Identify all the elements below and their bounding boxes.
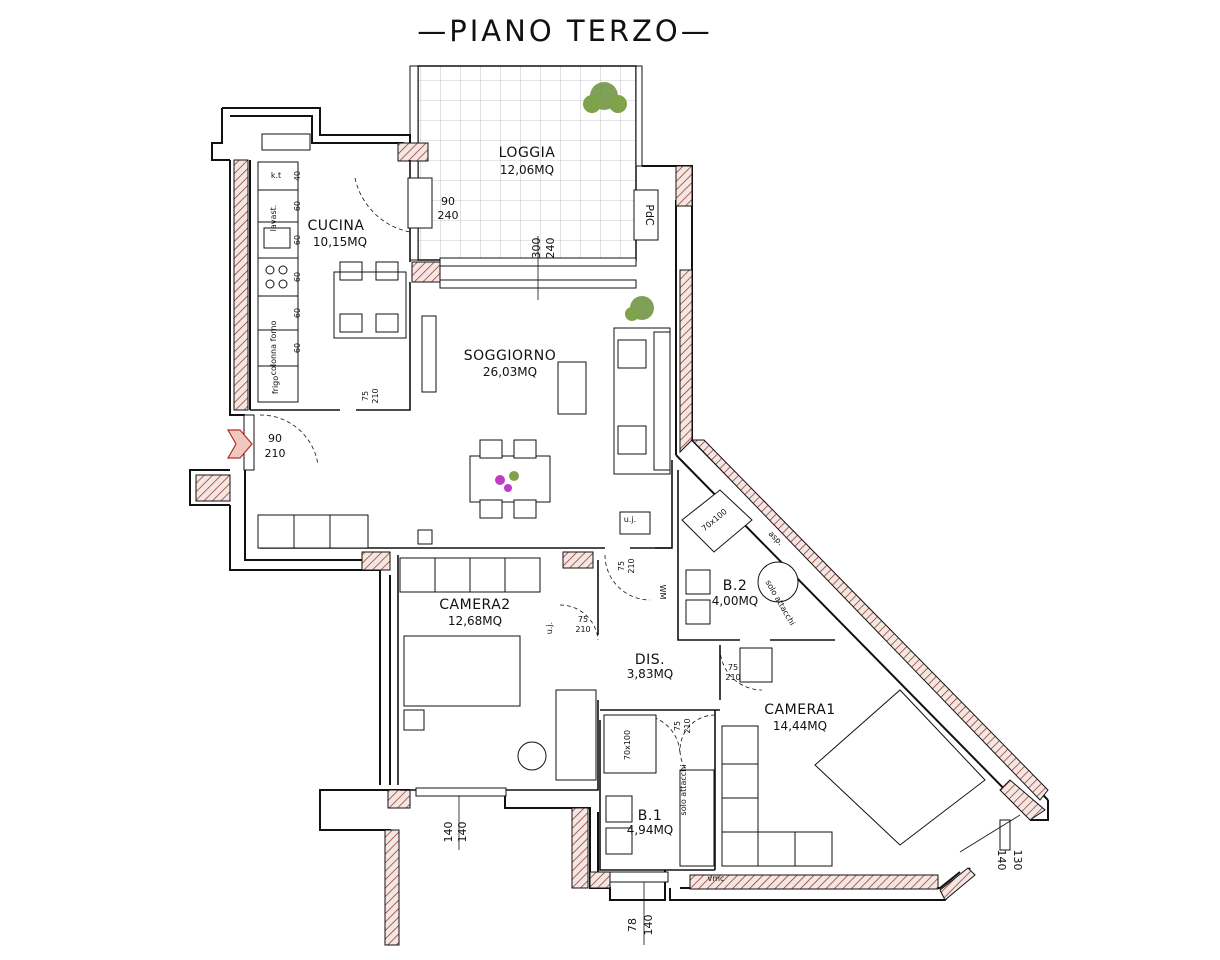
room-name-dis: DIS. <box>635 652 665 668</box>
wm-label: WM <box>658 585 667 600</box>
svg-text:60: 60 <box>293 235 302 245</box>
svg-text:140: 140 <box>456 822 469 843</box>
svg-text:240: 240 <box>438 209 459 222</box>
svg-text:140: 140 <box>642 915 655 936</box>
svg-text:90: 90 <box>441 195 455 208</box>
svg-text:210: 210 <box>371 388 380 403</box>
room-name-loggia: LOGGIA <box>499 145 556 161</box>
svg-text:78: 78 <box>626 918 639 932</box>
entry-arrow-icon <box>226 429 253 459</box>
room-area-camera2: 12,68MQ <box>448 614 502 628</box>
room-name-soggiorno: SOGGIORNO <box>464 348 556 364</box>
room-area-cucina: 10,15MQ <box>313 235 367 249</box>
svg-text:40: 40 <box>293 171 302 181</box>
dining-set-kitchen <box>333 261 407 339</box>
pdc-unit <box>633 189 659 241</box>
svg-text:130: 130 <box>1011 850 1024 871</box>
svg-text:75: 75 <box>673 721 682 731</box>
svg-text:60: 60 <box>293 343 302 353</box>
svg-text:210: 210 <box>683 718 692 733</box>
room-name-camera1: CAMERA1 <box>764 702 835 718</box>
interior-walls <box>250 160 835 871</box>
svg-text:210: 210 <box>265 447 286 460</box>
svg-text:210: 210 <box>575 625 590 634</box>
flower-icon <box>495 471 519 492</box>
svg-text:140: 140 <box>442 822 455 843</box>
room-area-camera1: 14,44MQ <box>773 719 827 733</box>
camera1-furniture <box>721 647 986 867</box>
room-name-cucina: CUCINA <box>308 218 365 234</box>
svg-text:75: 75 <box>728 663 738 672</box>
svg-text:60: 60 <box>293 272 302 282</box>
masonry-hatch <box>195 142 1049 946</box>
living-furniture <box>257 315 671 549</box>
svg-text:300: 300 <box>530 238 543 259</box>
uj-label-2: u.j. <box>624 515 636 524</box>
kitchen-cabinets <box>257 133 311 403</box>
room-area-loggia: 12,06MQ <box>500 163 554 177</box>
svg-text:210: 210 <box>725 673 740 682</box>
plant-icon <box>583 82 627 113</box>
pdc-label: PdC <box>643 204 656 226</box>
plant-icon <box>625 296 654 321</box>
svg-text:75: 75 <box>617 561 626 571</box>
room-area-b2: 4,00MQ <box>712 594 759 608</box>
uj-label: u.j. <box>545 622 554 634</box>
svg-text:75: 75 <box>361 391 370 401</box>
room-name-b2: B.2 <box>723 578 747 594</box>
lavast-label: lavast. <box>269 205 278 232</box>
room-area-dis: 3,83MQ <box>627 667 674 681</box>
svg-text:210: 210 <box>627 558 636 573</box>
room-area-b1: 4,94MQ <box>627 823 674 837</box>
solo-attacchi-label-b1: solo attacchi <box>679 765 688 816</box>
plan-title: —PIANO TERZO— <box>417 14 713 48</box>
room-area-soggiorno: 26,03MQ <box>483 365 537 379</box>
colonna-forno-label: colonna forno <box>269 320 278 375</box>
room-name-b1: B.1 <box>638 808 662 824</box>
svg-text:60: 60 <box>293 201 302 211</box>
vmc-label: vmc <box>708 874 725 883</box>
shower-label-b1: 70x100 <box>623 730 632 760</box>
svg-text:60: 60 <box>293 308 302 318</box>
svg-text:75: 75 <box>578 615 588 624</box>
svg-text:240: 240 <box>544 238 557 259</box>
b2-fixtures <box>681 489 799 625</box>
svg-text:90: 90 <box>268 432 282 445</box>
room-name-camera2: CAMERA2 <box>439 597 510 613</box>
camera2-furniture <box>399 557 597 781</box>
b1-fixtures <box>603 714 715 867</box>
kt-label: k.t <box>271 171 281 180</box>
frigo-label: frigo <box>271 376 280 394</box>
svg-text:140: 140 <box>995 850 1008 871</box>
